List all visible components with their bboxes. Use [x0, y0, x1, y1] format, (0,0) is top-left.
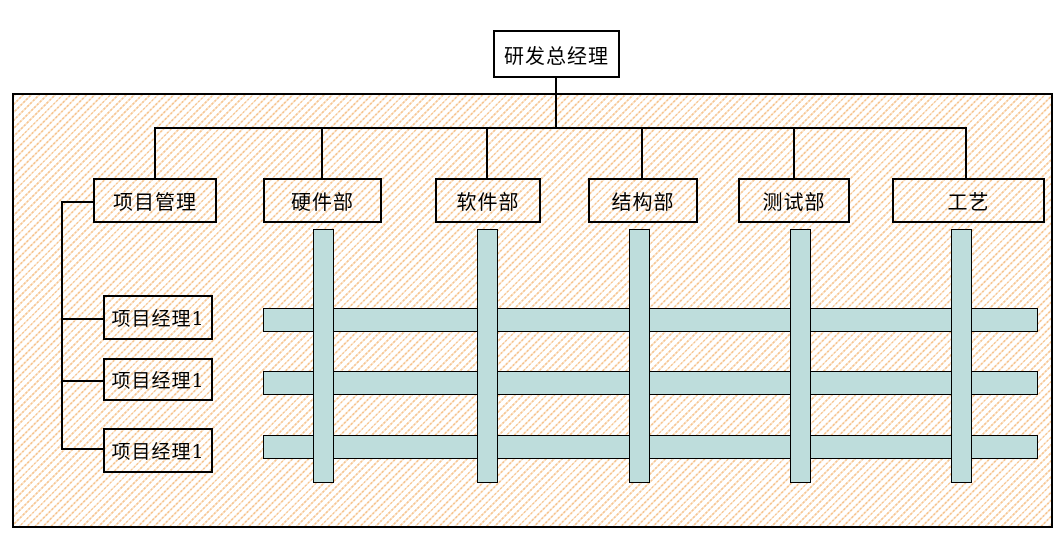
connector-pm-vline [61, 201, 63, 449]
box-process-dept: 工艺 [892, 178, 1045, 223]
box-project-manager-1: 项目经理1 [103, 295, 213, 340]
connector-drop-hardware [321, 127, 323, 178]
connector-horizontal-bus [154, 127, 967, 129]
connector-head-stub [555, 78, 557, 128]
connector-pm-branch-3 [61, 448, 103, 450]
connector-drop-test [793, 127, 795, 178]
box-test-dept: 测试部 [738, 178, 850, 223]
department-column-bar-process [951, 229, 972, 483]
box-hardware-dept: 硬件部 [263, 178, 382, 223]
project-row-bar-2 [263, 371, 1038, 395]
project-row-bar-3 [263, 435, 1038, 459]
connector-drop-structure [641, 127, 643, 178]
connector-pm-stub [61, 201, 93, 203]
box-rd-general-manager: 研发总经理 [493, 30, 620, 78]
box-structure-dept: 结构部 [588, 178, 698, 223]
connector-drop-software [486, 127, 488, 178]
box-software-dept: 软件部 [435, 178, 541, 223]
connector-drop-project-mgmt [154, 127, 156, 178]
department-column-bar-hardware [313, 229, 334, 483]
department-column-bar-test [790, 229, 811, 483]
connector-pm-branch-1 [61, 318, 103, 320]
connector-drop-process [965, 127, 967, 178]
project-row-bar-1 [263, 308, 1038, 332]
box-project-management: 项目管理 [93, 178, 217, 223]
connector-pm-branch-2 [61, 380, 103, 382]
department-column-bar-software [477, 229, 498, 483]
box-project-manager-2: 项目经理1 [103, 358, 213, 401]
department-column-bar-structure [629, 229, 650, 483]
box-project-manager-3: 项目经理1 [103, 428, 213, 473]
